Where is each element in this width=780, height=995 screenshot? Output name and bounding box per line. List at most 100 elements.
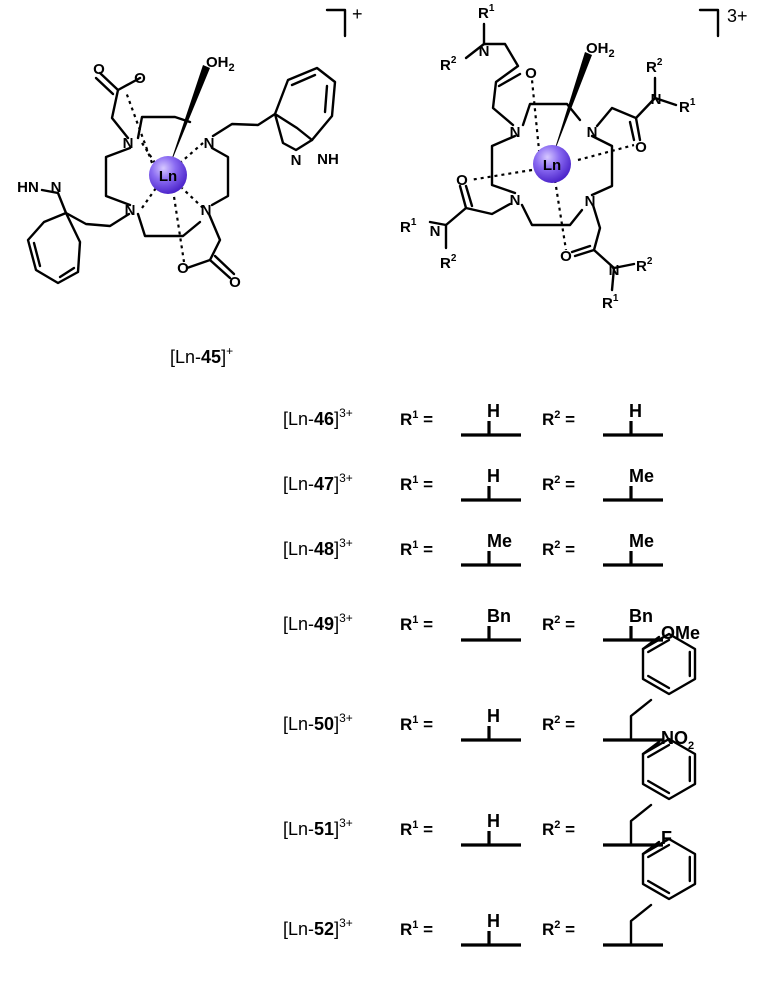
r1-substituent: H — [461, 466, 521, 502]
r2-benzyl-substituent-para-bond — [641, 740, 661, 756]
amide-n-amide-br: N — [609, 262, 620, 279]
r2-substituent-text: H — [629, 401, 642, 421]
r2-benzyl-substituent: F — [603, 828, 697, 947]
r2-benzyl-substituent-ring — [641, 632, 697, 696]
amide-n-ring-3: N — [510, 192, 521, 209]
r1-substituent-text: H — [487, 911, 500, 931]
amide-coord-o-left — [469, 168, 533, 182]
amide-cyclen-left — [490, 134, 517, 195]
lanthanide-ion-amide — [533, 145, 571, 183]
r2-benzyl-substituent-para-text: F — [661, 828, 672, 848]
pyrazole-ring-right — [273, 112, 314, 152]
substituent-table: [Ln-46]3+ R1 = R2 = H H [Ln-47]3+ R1 = R2 = H Me [… — [283, 401, 700, 947]
r2-substituent-text: Me — [629, 466, 654, 486]
substituent-row: [Ln-46]3+ R1 = R2 = H H — [283, 401, 663, 437]
label-45: [Ln-45]+ — [170, 344, 233, 367]
r1-bottom-left: R1 — [400, 217, 417, 236]
amide-o-top-right: O — [635, 139, 647, 156]
coordination-n2 — [179, 142, 204, 164]
o-atom-45-1: O — [93, 61, 105, 78]
r2-benzyl-substituent-para-bond — [641, 840, 661, 856]
charge-bracket-45 — [325, 8, 347, 38]
nh-atom-indazole-right: NH — [317, 151, 339, 168]
amide-n-amide-bl: N — [430, 223, 441, 240]
coordination-o-bottom — [171, 189, 186, 263]
amide-co-top-left — [497, 72, 522, 88]
n-atom-indazole-left: N — [51, 179, 62, 196]
r2-bottom-right: R2 — [636, 256, 653, 275]
amide-co-top-right-double — [628, 120, 636, 142]
cyclen-bond-bottom — [136, 212, 202, 238]
amide-arm-top-left — [482, 42, 520, 127]
amide-cyclen-right — [590, 134, 614, 197]
row-complex-label: [Ln-46]3+ — [283, 406, 353, 429]
charge-amide: 3+ — [727, 6, 748, 26]
substituent-row: [Ln-52]3+R1 =R2 =HF — [283, 828, 697, 947]
r2-benzyl-substituent-ring — [641, 737, 697, 801]
indazole-ring-left — [26, 211, 82, 285]
row-complex-label: [Ln-49]3+ — [283, 611, 353, 634]
amide-arm-top-right — [595, 106, 642, 142]
row-r1-equals: R1 = — [400, 819, 433, 839]
r2-benzyl-substituent-ring-double — [647, 743, 671, 759]
row-complex-label: [Ln-51]3+ — [283, 816, 353, 839]
water-label-amide: OH2 — [586, 40, 615, 60]
row-complex-label: [Ln-48]3+ — [283, 536, 353, 559]
row-complex-label: [Ln-50]3+ — [283, 711, 353, 734]
amide-coord-o-right — [577, 143, 635, 162]
r2-top-right: R2 — [646, 57, 663, 76]
complex-amide-structure: 3+ Ln N N N — [400, 3, 748, 312]
indazole-inner-left-1 — [32, 241, 42, 268]
indazolyl-linker-right — [211, 112, 277, 138]
amide-n-r2-top-left — [464, 42, 486, 60]
indazolyl-linker-left — [64, 211, 131, 228]
cyclen-bond-left — [104, 146, 132, 207]
row-r1-equals: R1 = — [400, 919, 433, 939]
amide-n-ring-1: N — [510, 124, 521, 141]
charge-45: + — [352, 4, 363, 24]
acetate-arm-top — [110, 76, 142, 140]
acetate-co-top-double — [94, 76, 115, 96]
row-r1-equals: R1 = — [400, 409, 433, 429]
amide-arm-bottom-left — [458, 184, 512, 216]
indazole-inner-right-2 — [323, 84, 329, 114]
row-complex-label: [Ln-47]3+ — [283, 471, 353, 494]
r2-benzyl-substituent-ch2 — [629, 903, 653, 947]
indazole-inner-right-1 — [290, 73, 317, 87]
row-r1-equals: R1 = — [400, 474, 433, 494]
r2-top-left: R2 — [440, 55, 457, 74]
acetate-arm-bottom — [185, 212, 222, 270]
r2-substituent-text: Me — [629, 531, 654, 551]
hn-atom-indazole-left: HN — [17, 179, 39, 196]
charge-bracket-amide — [698, 8, 720, 38]
r2-benzyl-substituent-ring — [641, 837, 697, 901]
r2-benzyl-substituent-para-bond — [641, 635, 661, 651]
row-r2-equals: R2 = — [542, 819, 575, 839]
r1-substituent-text: H — [487, 466, 500, 486]
r2-benzyl-substituent-ring-double — [647, 674, 671, 690]
amide-coord-o-top — [530, 79, 542, 161]
amide-cyclen-top — [521, 102, 582, 127]
r2-substituent: Me — [603, 531, 663, 567]
row-r2-equals: R2 = — [542, 714, 575, 734]
row-r2-equals: R2 = — [542, 409, 575, 429]
r1-substituent: H — [461, 811, 521, 847]
acetate-co-bottom-double — [213, 254, 236, 276]
r2-benzyl-substituent: OMe — [603, 623, 700, 742]
coordination-n3 — [141, 187, 157, 209]
r1-substituent: H — [461, 401, 521, 437]
amide-coord-o-bottom — [553, 179, 568, 251]
cyclen-bond-right — [210, 146, 230, 207]
r2-bottom-left: R2 — [440, 253, 457, 272]
complex-45-structure: + Ln — [17, 4, 362, 367]
amide-n-amide-tl: N — [479, 43, 490, 60]
amide-o-bottom-left: O — [456, 172, 468, 189]
pyrazole-ring-left — [40, 188, 68, 215]
amide-n-r1-bottom-right — [610, 266, 616, 292]
coordination-n4 — [181, 187, 204, 209]
row-r1-equals: R1 = — [400, 539, 433, 559]
water-wedge-amide — [552, 52, 592, 158]
